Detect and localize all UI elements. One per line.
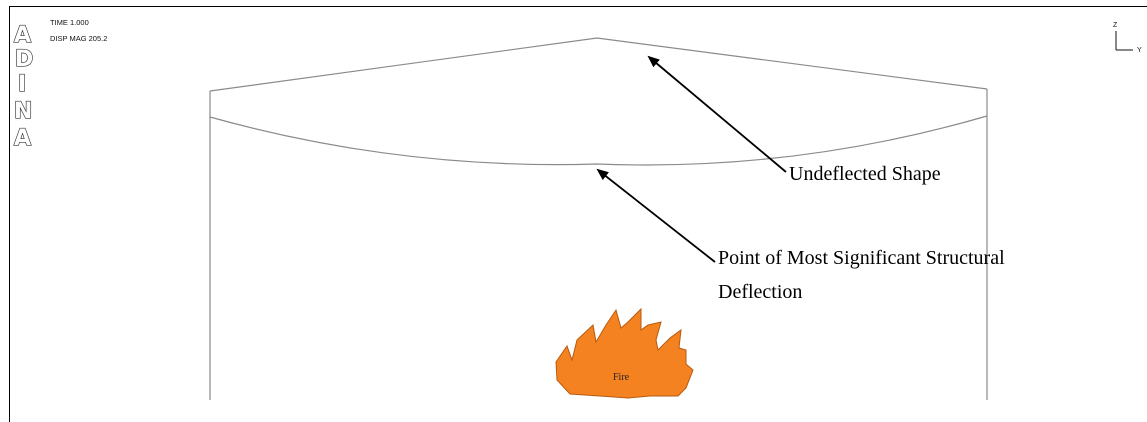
structure-outline (209, 37, 988, 400)
undeflected-arrow (647, 55, 787, 173)
deflection-label-line1: Point of Most Significant Structural (718, 247, 1005, 269)
axis-y-label: Y (1137, 47, 1142, 54)
disp-mag-label: DISP MAG 205.2 (50, 34, 107, 43)
logo-letter-a1: A (14, 23, 31, 48)
logo-letter-a2: A (14, 126, 31, 151)
fire-symbol: Fire (555, 307, 694, 399)
fire-shape (555, 307, 694, 399)
time-label: TIME 1.000 (50, 18, 89, 27)
deflected-roof-line (209, 115, 988, 166)
viewport-frame (9, 6, 1147, 422)
logo-letter-i: I (18, 72, 26, 97)
undeflected-shape-label: Undeflected Shape (789, 163, 941, 185)
deflection-label-line2: Deflection (718, 281, 802, 303)
logo-letter-n: N (14, 99, 32, 124)
axis-z-label: Z (1113, 22, 1118, 29)
logo-letter-d: D (15, 47, 33, 72)
fire-label: Fire (613, 372, 630, 383)
undeflected-roof-line (209, 37, 988, 92)
axis-triad: Z Y (1113, 22, 1142, 54)
adina-logo: A D I N A (13, 22, 34, 151)
deflection-arrow (596, 168, 716, 263)
